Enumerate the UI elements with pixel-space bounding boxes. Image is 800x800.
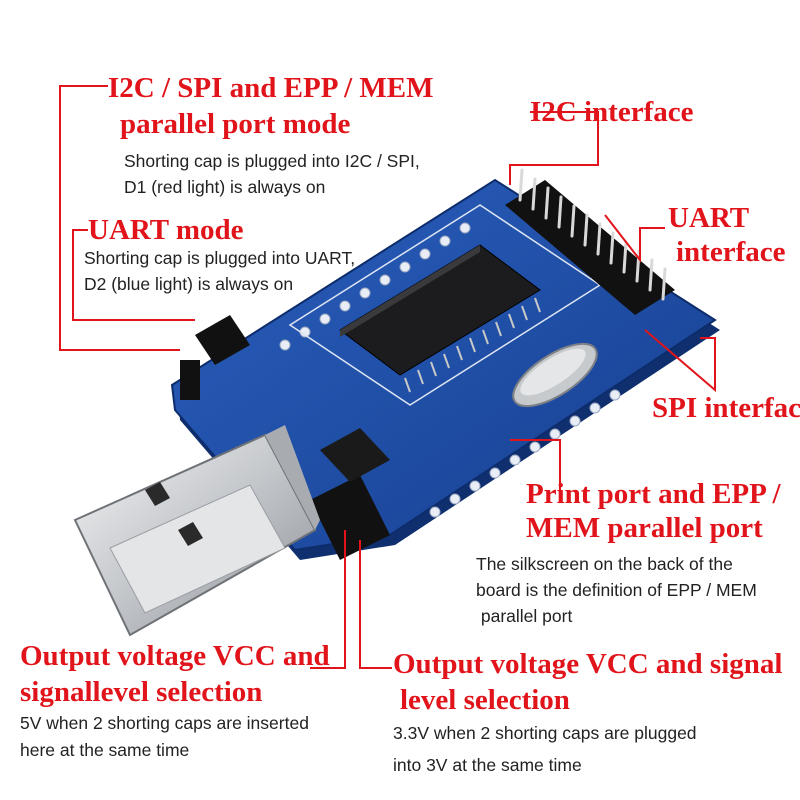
uart-mode-desc-line1: Shorting cap is plugged into UART, [84, 248, 356, 268]
voltage-jumpers [310, 475, 390, 560]
uart-mode-heading: UART mode [88, 214, 244, 246]
callout-uart-mode [72, 229, 195, 321]
crystal-oscillator [512, 342, 598, 408]
uart-interface-heading-line2: interface [676, 236, 786, 268]
print-port-desc-line1: The silkscreen on the back of the [476, 554, 733, 574]
vcc-5v-desc-line1: 5V when 2 shorting caps are inserted [20, 713, 309, 733]
callout-i2c-interface [509, 111, 599, 185]
i2c-spi-mode-desc-line1: Shorting cap is plugged into I2C / SPI, [124, 151, 420, 171]
print-port-heading-line1: Print port and EPP / [526, 478, 781, 510]
vcc-3v3-desc-line1: 3.3V when 2 shorting caps are plugged [393, 723, 697, 743]
uart-interface-heading-line1: UART [668, 202, 750, 234]
vcc-3v3-heading-line2: level selection [400, 684, 570, 716]
uart-mode-desc-line2: D2 (blue light) is always on [84, 274, 294, 294]
spi-interface-heading: SPI interface [652, 392, 800, 424]
pin-header-i2c-uart [505, 168, 675, 315]
vcc-5v-heading-line2: signallevel selection [20, 676, 263, 708]
usb-plug [73, 425, 320, 637]
i2c-spi-mode-heading-line1: I2C / SPI and EPP / MEM [108, 72, 434, 104]
vcc-3v3-heading-line1: Output voltage VCC and signal [393, 648, 783, 680]
vcc-5v-heading-line1: Output voltage VCC and [20, 640, 330, 672]
vcc-5v-desc-line2: here at the same time [20, 740, 190, 760]
callout-uart-interface [604, 214, 665, 263]
callout-i2c-spi-mode [59, 85, 180, 351]
vcc-3v3-desc-line2: into 3V at the same time [393, 755, 582, 775]
i2c-interface-heading: I2C interface [530, 96, 694, 128]
pcb-board [170, 178, 720, 560]
voltage-regulator [320, 428, 390, 482]
callout-vcc-3v3 [359, 540, 392, 669]
callout-print-port [510, 439, 561, 495]
callout-vcc-5v [310, 530, 346, 669]
mode-jumper [180, 315, 250, 400]
callout-lines [59, 85, 716, 669]
print-port-desc-line2: board is the definition of EPP / MEM [476, 580, 757, 600]
print-port-desc-line3: parallel port [476, 606, 573, 626]
print-port-heading-line2: MEM parallel port [526, 512, 763, 544]
ch341a-chip [339, 244, 541, 393]
i2c-spi-mode-heading-line2: parallel port mode [120, 108, 351, 140]
i2c-spi-mode-desc-line2: D1 (red light) is always on [124, 177, 326, 197]
callout-spi-interface [644, 329, 716, 393]
